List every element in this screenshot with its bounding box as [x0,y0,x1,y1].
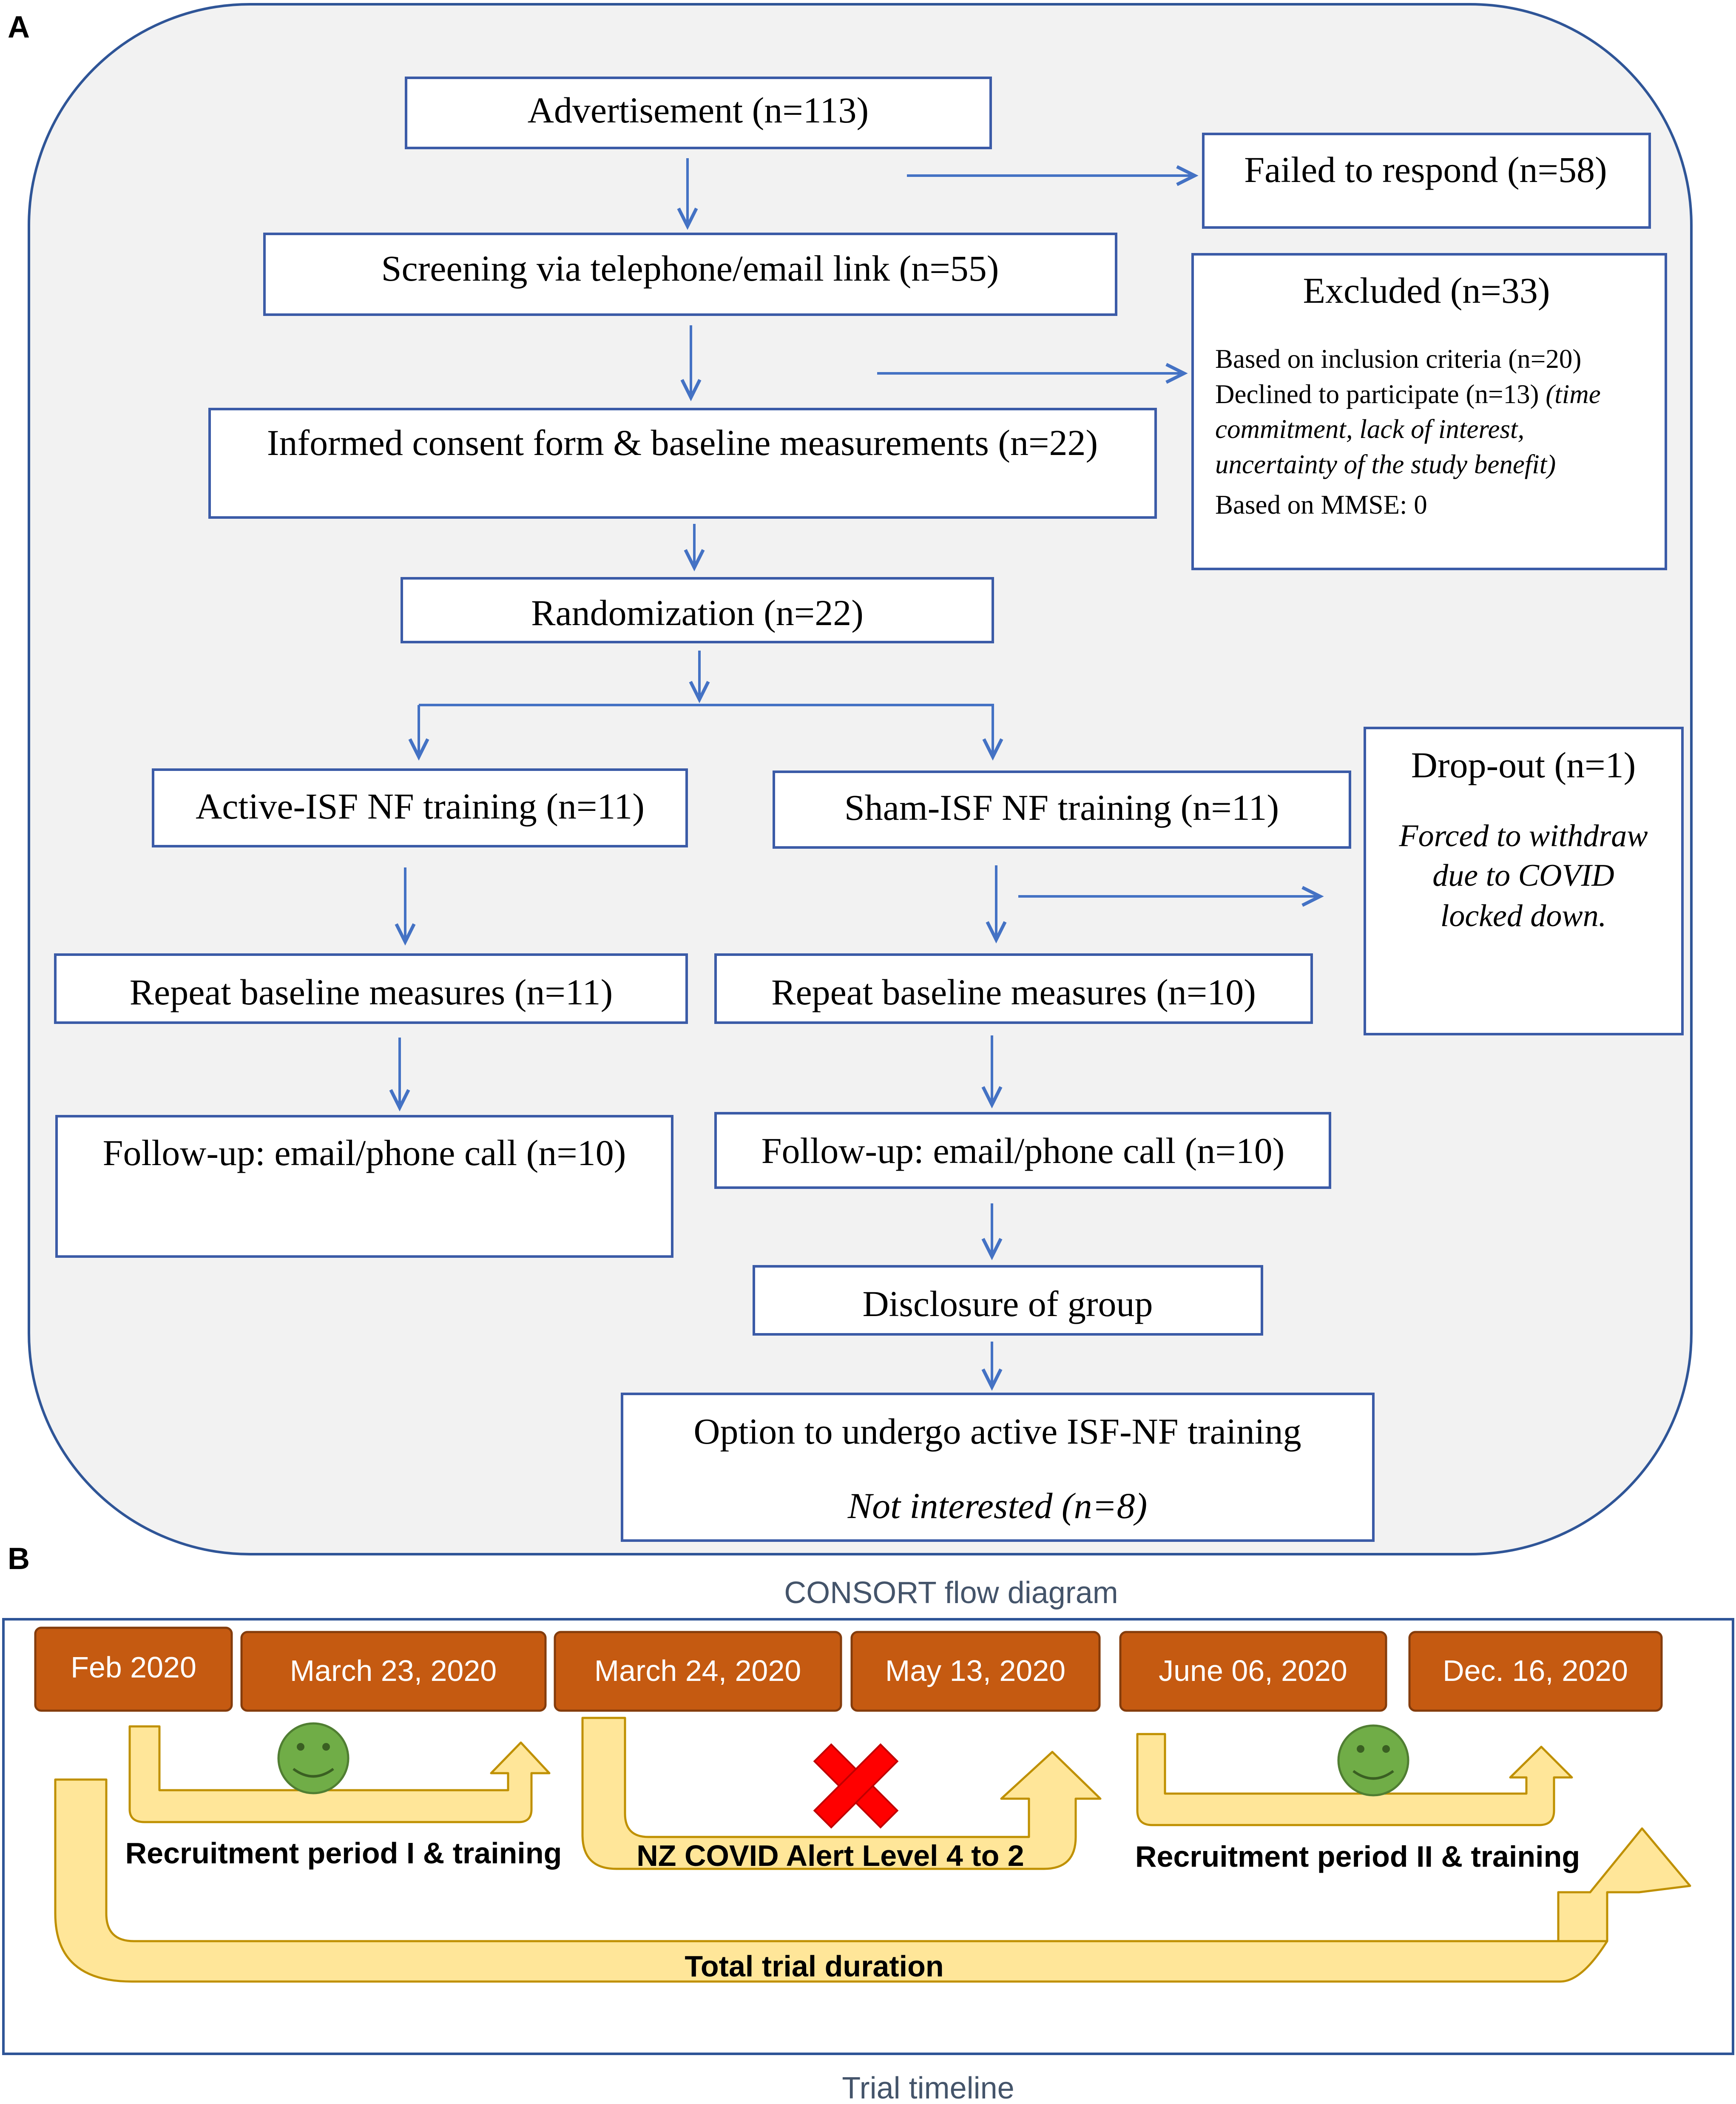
excluded-line5: Based on MMSE: 0 [1215,490,1427,520]
randomization-label: Randomization (n=22) [531,592,864,633]
dropout-title: Drop-out (n=1) [1411,745,1636,785]
date-labels: Feb 2020 March 23, 2020 March 24, 2020 M… [71,1651,1628,1687]
disclosure-label: Disclosure of group [862,1283,1153,1324]
dropout-line3: locked down. [1441,898,1606,933]
date-label-march-24: March 24, 2020 [594,1654,801,1687]
sham-label: Sham-ISF NF training (n=11) [844,787,1279,828]
sham-training-box [773,771,1351,849]
date-box-march-24 [554,1631,842,1712]
repeat-sham-box [714,953,1313,1024]
period-arrows [54,1717,1691,1983]
screening-label: Screening via telephone/email link (n=55… [381,248,999,289]
active-label: Active-ISF NF training (n=11) [196,786,645,827]
dropout-line2: due to COVID [1432,858,1614,893]
date-label-may-13: May 13, 2020 [885,1654,1065,1687]
date-box-dec-16 [1408,1631,1663,1712]
followup-sham-label: Follow-up: email/phone call (n=10) [761,1130,1285,1171]
smiley-face-icon [277,1722,349,1794]
repeat-active-label: Repeat baseline measures (n=11) [130,972,613,1012]
panel-a-letter: A [8,10,30,44]
panel-b-caption: Trial timeline [842,2071,1014,2104]
dropout-box [1364,727,1684,1035]
consent-label: Informed consent form & baseline measure… [267,422,1098,463]
followup-active-box [55,1115,673,1258]
flow-text: Advertisement (n=113) Failed to respond … [103,90,1648,1526]
total-duration-arrow [54,1778,1691,1983]
dropout-line1: Forced to withdraw [1398,819,1648,853]
date-box-feb-2020 [34,1626,233,1712]
screening-box [263,233,1117,316]
date-box-june-06 [1119,1631,1387,1712]
failed-label: Failed to respond (n=58) [1244,149,1607,190]
disclosure-box [753,1265,1263,1336]
covid-arrow [581,1717,1102,1870]
smiley-face-icon [1337,1724,1409,1797]
date-label-march-23: March 23, 2020 [290,1654,497,1687]
followup-sham-box [714,1112,1331,1189]
excluded-line2-plain: Declined to participate (n=13) [1215,379,1546,409]
randomization-box [401,577,994,643]
excluded-box [1191,253,1667,570]
total-duration-label: Total trial duration [685,1950,943,1983]
excluded-line1: Based on inclusion criteria (n=20) [1215,344,1581,374]
date-box-march-23 [240,1631,547,1712]
date-label-june-06: June 06, 2020 [1159,1654,1347,1687]
recruitment-2-arrow [1136,1733,1573,1826]
active-training-box [152,768,688,847]
recruitment-2-label: Recruitment period II & training [1135,1840,1580,1873]
date-label-feb-2020: Feb 2020 [71,1651,196,1684]
option-box [621,1393,1375,1542]
red-cross-icon [813,1743,899,1829]
flow-arrows [389,158,1324,1391]
excluded-line4: uncertainty of the study benefit) [1215,449,1556,479]
period-labels: Recruitment period I & training NZ COVID… [125,1837,1580,1983]
date-box-may-13 [850,1631,1101,1712]
panel-a-caption: CONSORT flow diagram [784,1576,1118,1610]
date-label-dec-16: Dec. 16, 2020 [1443,1654,1628,1687]
recruitment-1-arrow [128,1725,551,1823]
option-sub: Not interested (n=8) [847,1485,1148,1526]
excluded-line2: Declined to participate (n=13) (time [1215,379,1601,409]
flow-boxes [54,77,1684,1542]
date-boxes [34,1626,1663,1712]
repeat-sham-label: Repeat baseline measures (n=10) [771,972,1256,1012]
advertisement-box [405,77,992,149]
recruitment-1-label: Recruitment period I & training [125,1837,562,1870]
excluded-title: Excluded (n=33) [1303,270,1550,311]
followup-active-label: Follow-up: email/phone call (n=10) [103,1132,626,1173]
covid-label: NZ COVID Alert Level 4 to 2 [636,1839,1024,1872]
failed-to-respond-box [1202,133,1651,229]
panel-b-letter: B [8,1542,30,1576]
excluded-line2-italic: (time [1546,379,1600,409]
advertisement-label: Advertisement (n=113) [528,90,869,131]
consent-box [208,408,1157,519]
option-title: Option to undergo active ISF-NF training [693,1411,1301,1452]
repeat-active-box [54,953,688,1024]
excluded-line3: commitment, lack of interest, [1215,414,1524,444]
